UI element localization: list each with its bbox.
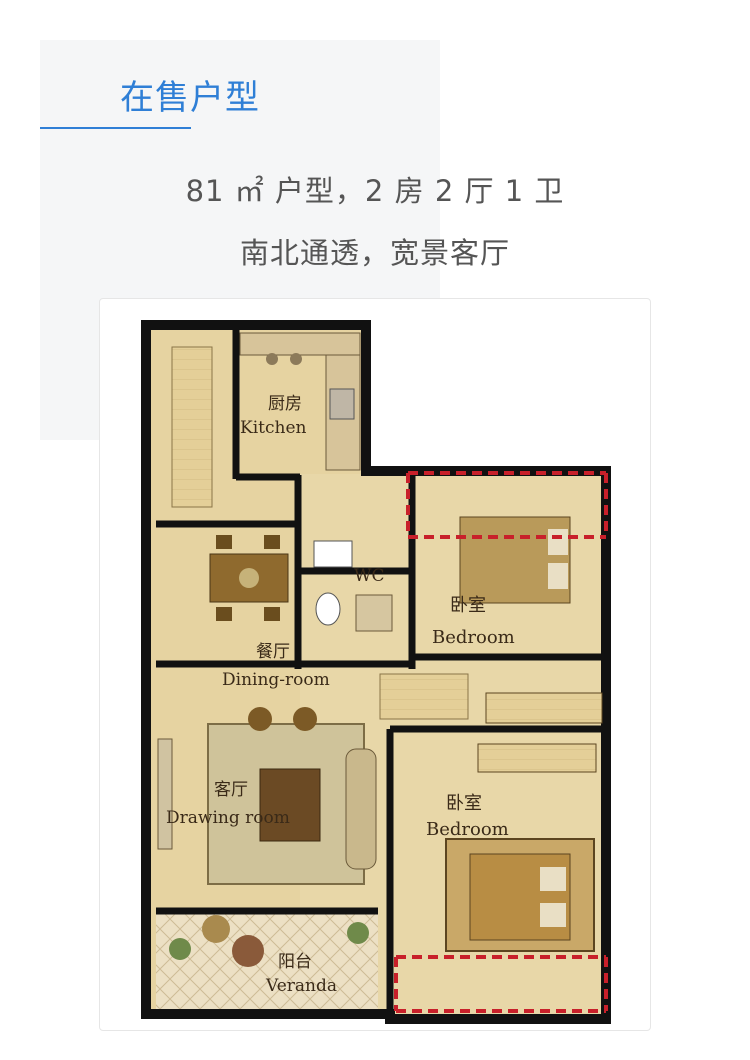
table-centerpiece-icon bbox=[239, 568, 259, 588]
kitchen-label-en: Kitchen bbox=[240, 418, 306, 438]
toilet-icon bbox=[315, 592, 341, 626]
kitchen-counter-top bbox=[239, 332, 361, 356]
dining-chair bbox=[216, 535, 232, 549]
dining-chair bbox=[216, 607, 232, 621]
floorplan-card[interactable]: 厨房 Kitchen WC 卧室 Bedroom 餐厅 Dining-room … bbox=[99, 298, 651, 1031]
wc-label: WC bbox=[354, 566, 384, 586]
dining-chair bbox=[264, 607, 280, 621]
bedroom-north-label-en: Bedroom bbox=[432, 627, 515, 648]
drawing-label-cn: 客厅 bbox=[214, 780, 248, 800]
veranda-label-en: Veranda bbox=[265, 976, 337, 996]
plant-icon bbox=[169, 938, 191, 960]
outer-wall bbox=[141, 320, 611, 1024]
pillow bbox=[548, 563, 568, 589]
plant-icon bbox=[347, 922, 369, 944]
dining-label-cn: 餐厅 bbox=[256, 642, 290, 662]
wardrobe-south bbox=[477, 743, 597, 773]
unit-spec-text: 81 ㎡ 户型，2 房 2 厅 1 卫 bbox=[185, 174, 565, 208]
stove-burner-icon bbox=[290, 353, 302, 365]
unit-feature-text: 南北通透，宽景客厅 bbox=[239, 236, 510, 270]
interior-walls bbox=[156, 329, 606, 1017]
wardrobe-north bbox=[485, 692, 603, 724]
kitchen-label-cn: 厨房 bbox=[268, 394, 302, 414]
coffee-table bbox=[259, 768, 321, 842]
tv-cabinet bbox=[157, 738, 173, 850]
pillow bbox=[540, 903, 566, 927]
pillow bbox=[548, 529, 568, 555]
storage-cabinet bbox=[171, 346, 213, 508]
veranda-label-cn: 阳台 bbox=[278, 952, 312, 972]
bedroom-south-label-cn: 卧室 bbox=[446, 793, 482, 814]
pillow bbox=[540, 867, 566, 891]
section-title: 在售户型 bbox=[120, 78, 260, 118]
armchair bbox=[293, 707, 317, 731]
hall-cabinet bbox=[379, 673, 469, 720]
veranda-floor bbox=[156, 909, 378, 1009]
boundary-markers bbox=[394, 471, 608, 1013]
bed-south bbox=[469, 853, 571, 941]
stove-burner-icon bbox=[266, 353, 278, 365]
veranda-chair bbox=[202, 915, 230, 943]
living-rug bbox=[207, 723, 365, 885]
armchair bbox=[248, 707, 272, 731]
bathtub-icon bbox=[313, 540, 353, 568]
veranda-table bbox=[232, 935, 264, 967]
kitchen-sink-icon bbox=[329, 388, 355, 420]
dining-chair bbox=[264, 535, 280, 549]
drawing-label-en: Drawing room bbox=[166, 808, 290, 828]
dining-label-en: Dining-room bbox=[222, 670, 330, 690]
sofa bbox=[345, 748, 377, 870]
wc-cabinet bbox=[355, 594, 393, 632]
floorplan-image: 厨房 Kitchen WC 卧室 Bedroom 餐厅 Dining-room … bbox=[141, 320, 611, 1024]
bedroom-north-label-cn: 卧室 bbox=[450, 595, 486, 616]
title-underline bbox=[40, 127, 191, 129]
bedroom-south-label-en: Bedroom bbox=[426, 819, 509, 840]
